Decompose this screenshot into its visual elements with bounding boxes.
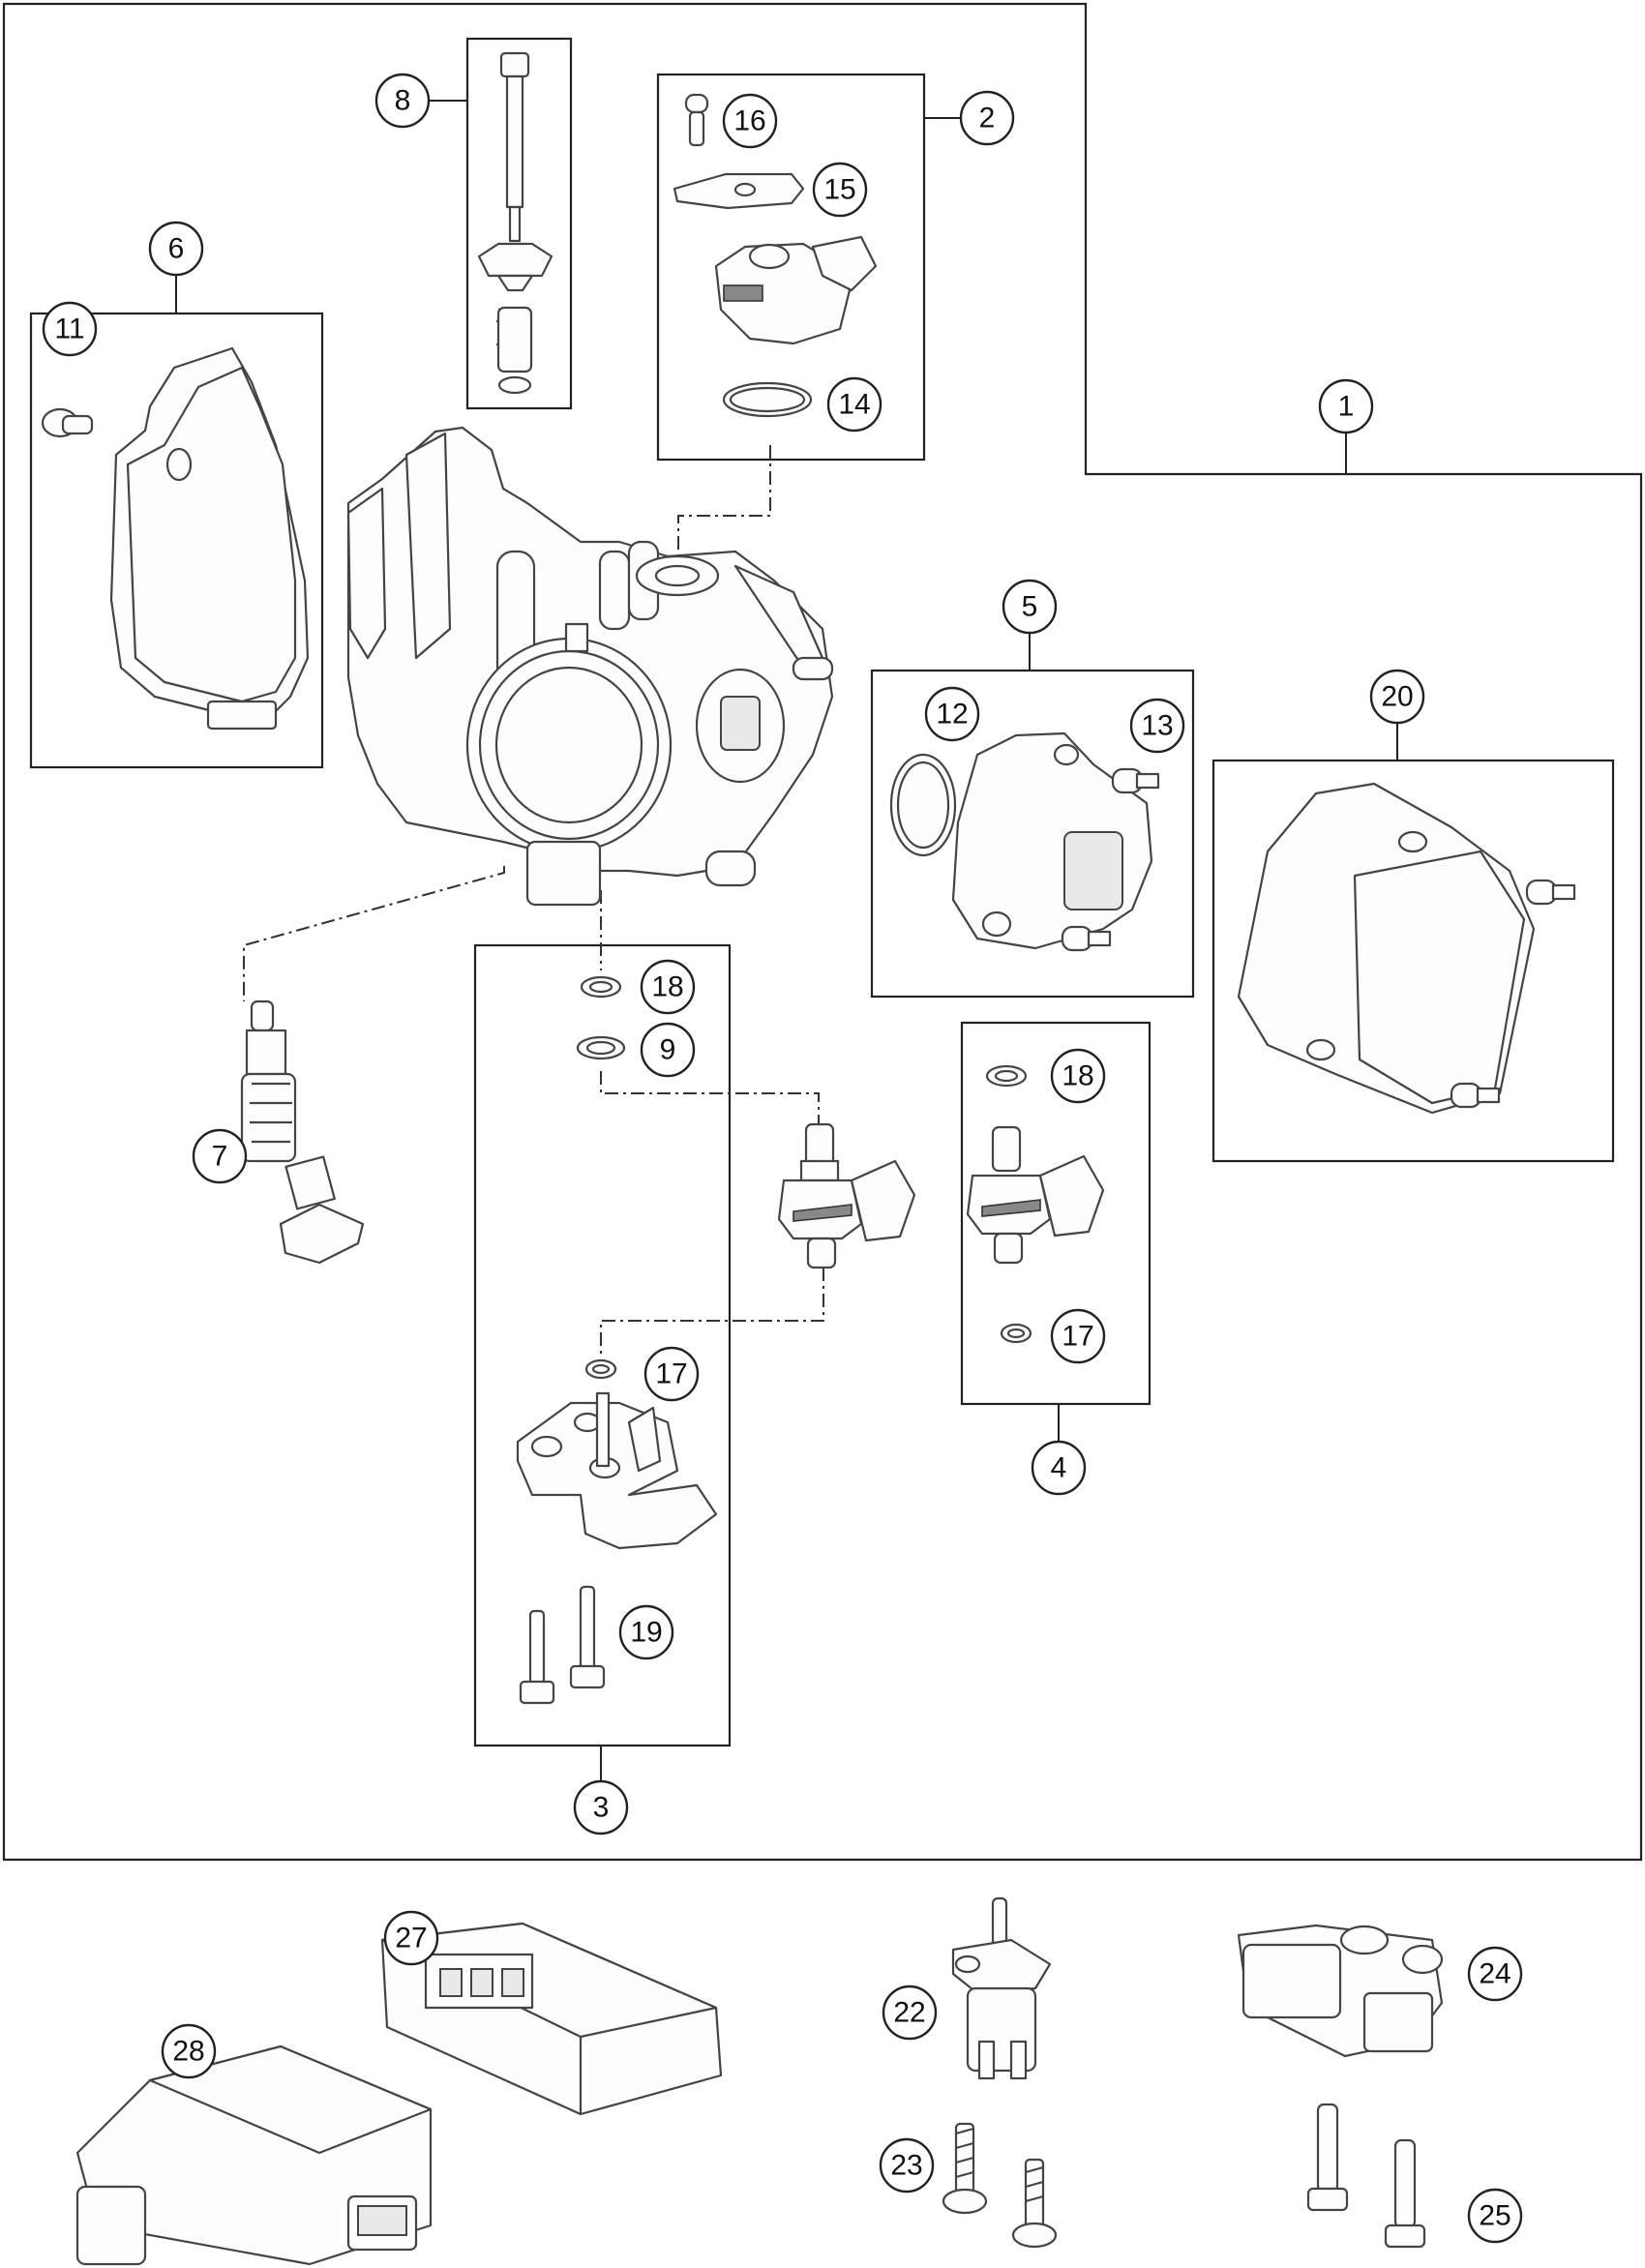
callout-11: 11 xyxy=(42,301,98,357)
svg-text:27: 27 xyxy=(395,1923,427,1955)
svg-text:11: 11 xyxy=(54,313,84,345)
callout-14: 14 xyxy=(826,376,882,433)
callout-13: 13 xyxy=(1129,698,1185,754)
svg-text:22: 22 xyxy=(893,1997,925,2029)
assembly-frame-1 xyxy=(2,2,1643,1862)
callout-23: 23 xyxy=(879,2137,935,2193)
svg-text:8: 8 xyxy=(395,85,411,117)
svg-text:25: 25 xyxy=(1479,2200,1510,2232)
screws-25-illustration xyxy=(1306,2103,1426,2249)
plug-part-illustration xyxy=(240,1000,365,1265)
control-unit-28-illustration xyxy=(75,2044,433,2266)
sensor-unit-illustration xyxy=(1237,782,1576,1115)
callout-3: 3 xyxy=(573,1779,629,1835)
svg-text:9: 9 xyxy=(660,1034,676,1066)
group-box-4 xyxy=(960,1021,1152,1406)
svg-text:28: 28 xyxy=(172,2036,204,2068)
callout-25: 25 xyxy=(1467,2188,1523,2244)
svg-text:1: 1 xyxy=(1338,391,1355,423)
callout-18-b: 18 xyxy=(1050,1048,1106,1104)
callout-20: 20 xyxy=(1369,669,1425,725)
svg-text:20: 20 xyxy=(1381,681,1413,713)
adjuster-screw-illustration xyxy=(477,51,553,395)
callout-2: 2 xyxy=(959,90,1015,146)
sensor-24-illustration xyxy=(1237,1924,1444,2058)
group-box-2 xyxy=(656,73,926,462)
callout-6: 6 xyxy=(148,221,204,277)
sensor-22-illustration xyxy=(951,1896,1052,2080)
svg-text:14: 14 xyxy=(838,389,870,421)
svg-text:17: 17 xyxy=(655,1358,687,1390)
group-box-5 xyxy=(870,669,1195,999)
svg-text:3: 3 xyxy=(593,1792,610,1824)
svg-text:17: 17 xyxy=(1062,1321,1093,1353)
svg-text:19: 19 xyxy=(630,1617,662,1649)
callout-19: 19 xyxy=(618,1604,674,1660)
throttle-body-illustration xyxy=(346,426,834,907)
svg-text:2: 2 xyxy=(979,103,996,134)
svg-text:18: 18 xyxy=(1062,1060,1093,1092)
position-sensor-illustration xyxy=(889,731,1160,952)
svg-text:7: 7 xyxy=(212,1141,228,1173)
group-box-3 xyxy=(473,943,732,1747)
svg-text:12: 12 xyxy=(936,699,968,731)
callout-1: 1 xyxy=(1318,378,1374,434)
callout-9: 9 xyxy=(640,1022,696,1078)
callout-17-a: 17 xyxy=(643,1346,700,1402)
callout-4: 4 xyxy=(1031,1440,1087,1496)
throttle-sensor-kit-illustration xyxy=(673,93,878,418)
callout-8: 8 xyxy=(374,73,431,129)
callout-12: 12 xyxy=(924,686,980,742)
callout-28: 28 xyxy=(161,2023,217,2079)
svg-text:18: 18 xyxy=(651,971,683,1003)
assembly-dash-lines xyxy=(243,445,824,1355)
svg-text:23: 23 xyxy=(890,2150,922,2182)
bracket-clamp-illustration xyxy=(41,346,310,731)
callout-18-a: 18 xyxy=(640,959,696,1015)
callout-16: 16 xyxy=(722,93,778,149)
svg-text:4: 4 xyxy=(1051,1452,1067,1484)
control-unit-27-illustration xyxy=(380,1922,723,2116)
callout-15: 15 xyxy=(812,162,868,218)
svg-text:16: 16 xyxy=(733,105,765,137)
callout-22: 22 xyxy=(882,1984,938,2041)
leader-lines xyxy=(175,100,1398,1787)
svg-text:13: 13 xyxy=(1141,710,1173,742)
callout-24: 24 xyxy=(1467,1946,1523,2002)
group-box-20 xyxy=(1211,759,1615,1163)
screws-23-illustration xyxy=(942,2122,1058,2249)
injector-spare-illustration xyxy=(966,1064,1105,1344)
callout-17-b: 17 xyxy=(1050,1308,1106,1364)
injector-kit-illustration xyxy=(516,975,916,1705)
callout-5: 5 xyxy=(1002,579,1058,635)
callout-27: 27 xyxy=(383,1910,439,1966)
svg-text:24: 24 xyxy=(1479,1958,1510,1990)
svg-text:5: 5 xyxy=(1022,591,1038,623)
svg-text:6: 6 xyxy=(168,233,185,265)
group-box-8 xyxy=(465,37,573,410)
callout-7: 7 xyxy=(192,1128,248,1184)
svg-text:15: 15 xyxy=(823,174,855,206)
